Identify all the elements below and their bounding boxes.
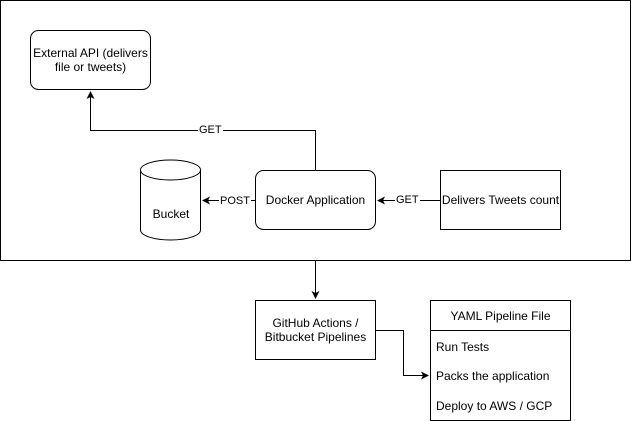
docker-application-box[interactable] [255,170,376,230]
bucket-label: Bucket [152,207,190,221]
tweets-count-box[interactable] [440,170,561,230]
external-api-box[interactable] [30,30,151,90]
docker-application-label: Docker Application [265,193,366,207]
external-api-label: External API (delivers file or tweets) [33,46,148,74]
edge-label-post: POST [219,195,251,207]
edge-label-get-top: GET [198,124,223,136]
yaml-title: YAML Pipeline File [450,308,551,323]
bucket-cylinder[interactable] [140,159,201,241]
ci-pipeline-label: GitHub Actions / Bitbucket Pipelines [264,316,367,344]
yaml-item-deploy: Deploy to AWS / GCP [436,399,553,413]
tweets-count-label: Delivers Tweets count [441,193,560,207]
ci-pipeline-box[interactable] [255,300,376,360]
edge-label-get-right: GET [395,194,420,206]
edge-ci-to-yaml [375,330,429,380]
yaml-item-packs: Packs the application [436,369,550,383]
yaml-item-run-tests: Run Tests [436,340,490,354]
yaml-pipeline-box[interactable] [430,300,571,421]
